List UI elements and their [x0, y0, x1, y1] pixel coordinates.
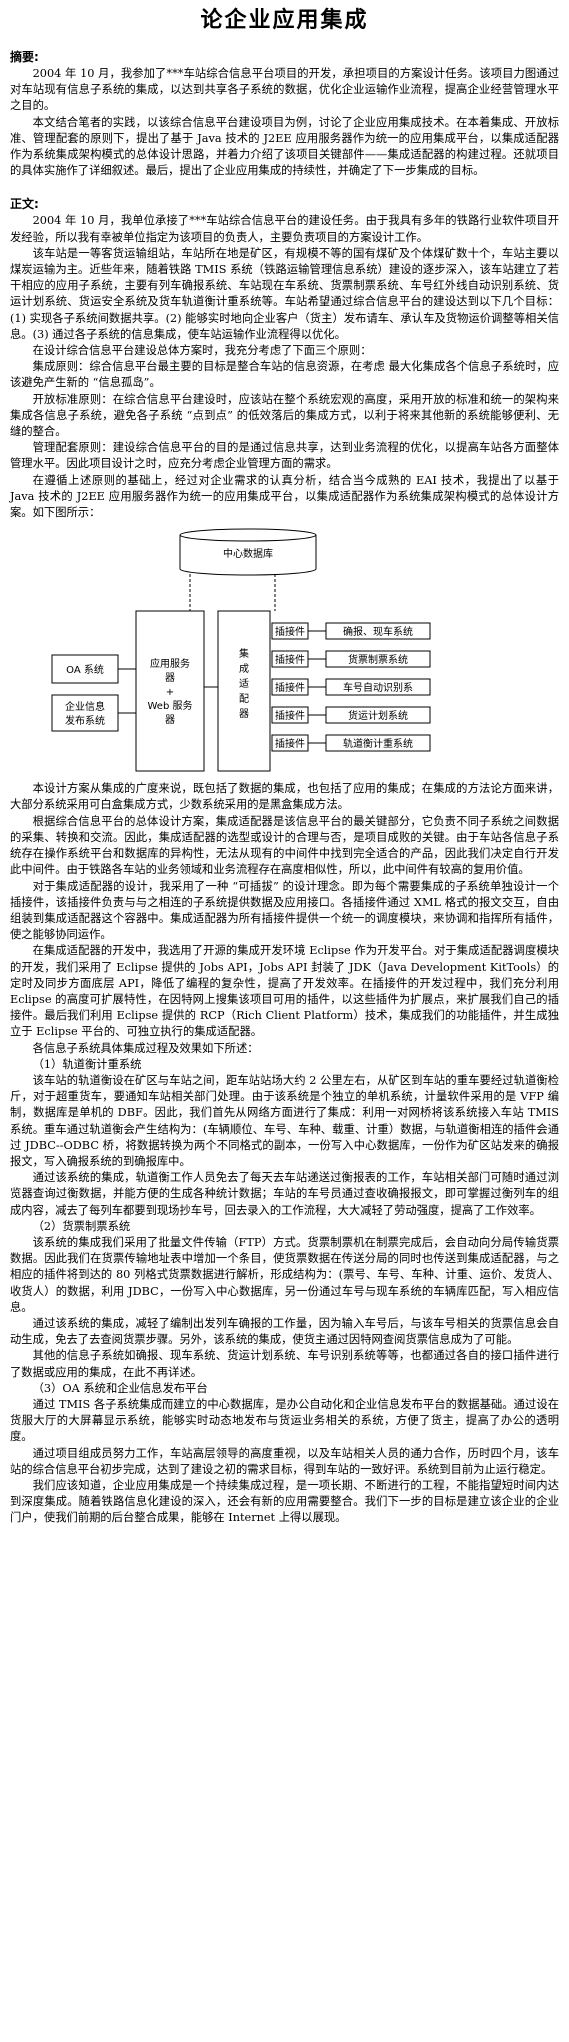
section-title: （2）货票制票系统 [32, 1219, 131, 1233]
system-label: 货运计划系统 [348, 709, 408, 722]
svg-text:+: + [166, 687, 174, 698]
svg-text:企业信息: 企业信息 [65, 700, 105, 713]
body-paragraph: 开放标准原则：在综合信息平台建设时，应该站在整个系统宏观的高度，采用开放的标准和… [10, 392, 559, 439]
body-paragraph: 该车站的轨道衡设在矿区与车站之间，距车站站场大约 2 公里左右，从矿区到车站的重… [10, 1073, 559, 1168]
svg-text:器: 器 [165, 672, 175, 684]
body-paragraph: 集成原则：综合信息平台最主要的目标是整合车站的信息资源，在考虑 最大化集成各个信… [10, 360, 559, 390]
architecture-diagram-svg: 中心数据库 OA 系统 企业信息 发布系统 应用服务 器 + Web 服务 器 [51, 528, 431, 772]
system-label: 车号自动识别系 [343, 681, 413, 694]
svg-text:Web 服务: Web 服务 [148, 699, 193, 712]
body-paragraph: 通过该系统的集成，减轻了编制出发列车确报的工作量，因为输入车号后，与该车号相关的… [10, 1316, 559, 1347]
svg-text:适: 适 [239, 678, 249, 690]
body-paragraph: 在遵循上述原则的基础上，经过对企业需求的认真分析，结合当今成熟的 EAI 技术，… [10, 473, 559, 520]
adapter-box [217, 610, 271, 772]
section-title: （1）轨道衡计重系统 [32, 1057, 142, 1071]
plugin-row: 插接件 货票制票系统 [271, 650, 431, 668]
body-paragraph: 本设计方案从集成的广度来说，既包括了数据的集成，也包括了应用的集成；在集成的方法… [10, 782, 559, 812]
system-label: 轨道衡计重系统 [343, 737, 413, 750]
svg-text:配: 配 [239, 693, 249, 705]
body-paragraph: 在设计综合信息平台建设总体方案时，我充分考虑了下面三个原则： [32, 344, 372, 358]
body-paragraph: 该系统的集成我们采用了批量文件传输（FTP）方式。货票制票机在制票完成后，会自动… [10, 1235, 559, 1314]
oa-system-label: OA 系统 [66, 663, 104, 676]
plugin-row: 插接件 货运计划系统 [271, 706, 431, 724]
svg-text:插接件: 插接件 [275, 653, 305, 666]
body-paragraph: 通过项目组成员努力工作，车站高层领导的高度重视，以及车站相关人员的通力合作，历时… [10, 1446, 559, 1476]
abstract-paragraph: 本文结合笔者的实践，以该综合信息平台建设项目为例，讨论了企业应用集成技术。在本着… [10, 115, 559, 178]
body-paragraph: 我们应该知道，企业应用集成是一个持续集成过程，是一项长期、不断进行的工程，不能指… [10, 1479, 559, 1525]
svg-text:成: 成 [239, 663, 249, 675]
body-paragraph: 该车站是一等客货运输组站，车站所在地是矿区，有规模不等的国有煤矿及个体煤矿数十个… [10, 246, 559, 341]
body-paragraph: 2004 年 10 月，我单位承接了***车站综合信息平台的建设任务。由于我具有… [10, 214, 559, 244]
body-paragraph: 根据综合信息平台的总体设计方案，集成适配器是该信息平台的最关键部分，它负责不同子… [10, 814, 559, 877]
center-database: 中心数据库 [179, 528, 317, 576]
body-paragraph: 通过该系统的集成，轨道衡工作人员免去了每天去车站递送过衡报表的工作，车站相关部门… [10, 1171, 559, 1217]
body-paragraph: 通过 TMIS 各子系统集成而建立的中心数据库，是办公自动化和企业信息发布平台的… [10, 1398, 559, 1444]
svg-text:发布系统: 发布系统 [65, 714, 105, 727]
body-paragraph: 在集成适配器的开发中，我选用了开源的集成开发环境 Eclipse 作为开发平台。… [10, 944, 559, 1039]
body-paragraph: 管理配套原则：建设综合信息平台的目的是通过信息共享，达到业务流程的优化，以提高车… [10, 441, 559, 471]
plugin-row: 插接件 车号自动识别系 [271, 678, 431, 696]
app-server-box [135, 610, 205, 772]
body-paragraph: 对于集成适配器的设计，我采用了一种 “可插拔” 的设计理念。即为每个需要集成的子… [10, 879, 559, 942]
plugin-row: 插接件 轨道衡计重系统 [271, 734, 431, 752]
oa-system-box [51, 654, 119, 684]
section-title: （3）OA 系统和企业信息发布平台 [32, 1381, 208, 1395]
svg-text:应用服务: 应用服务 [150, 657, 190, 670]
page-title: 论企业应用集成 [200, 8, 369, 33]
center-db-label: 中心数据库 [223, 547, 273, 560]
body-heading: 正文: [10, 197, 39, 212]
body-paragraph: 其他的信息子系统如确报、现车系统、货运计划系统、车号识别系统等等，也都通过各自的… [10, 1349, 559, 1379]
system-label: 确报、现车系统 [343, 625, 413, 638]
svg-text:器: 器 [239, 708, 249, 720]
svg-text:插接件: 插接件 [275, 737, 305, 750]
svg-text:插接件: 插接件 [275, 709, 305, 722]
abstract-paragraph: 2004 年 10 月，我参加了***车站综合信息平台项目的开发，承担项目的方案… [10, 67, 559, 113]
svg-text:插接件: 插接件 [275, 681, 305, 694]
system-label: 货票制票系统 [348, 653, 408, 666]
svg-text:集: 集 [239, 647, 249, 660]
plugin-row: 插接件 确报、现车系统 [271, 622, 431, 640]
svg-text:器: 器 [165, 714, 175, 726]
architecture-diagram: 中心数据库 OA 系统 企业信息 发布系统 应用服务 器 + Web 服务 器 [10, 527, 559, 777]
abstract-heading: 摘要: [10, 50, 39, 64]
body-paragraph: 各信息子系统具体集成过程及效果如下所述： [32, 1041, 259, 1055]
svg-text:插接件: 插接件 [275, 625, 305, 638]
